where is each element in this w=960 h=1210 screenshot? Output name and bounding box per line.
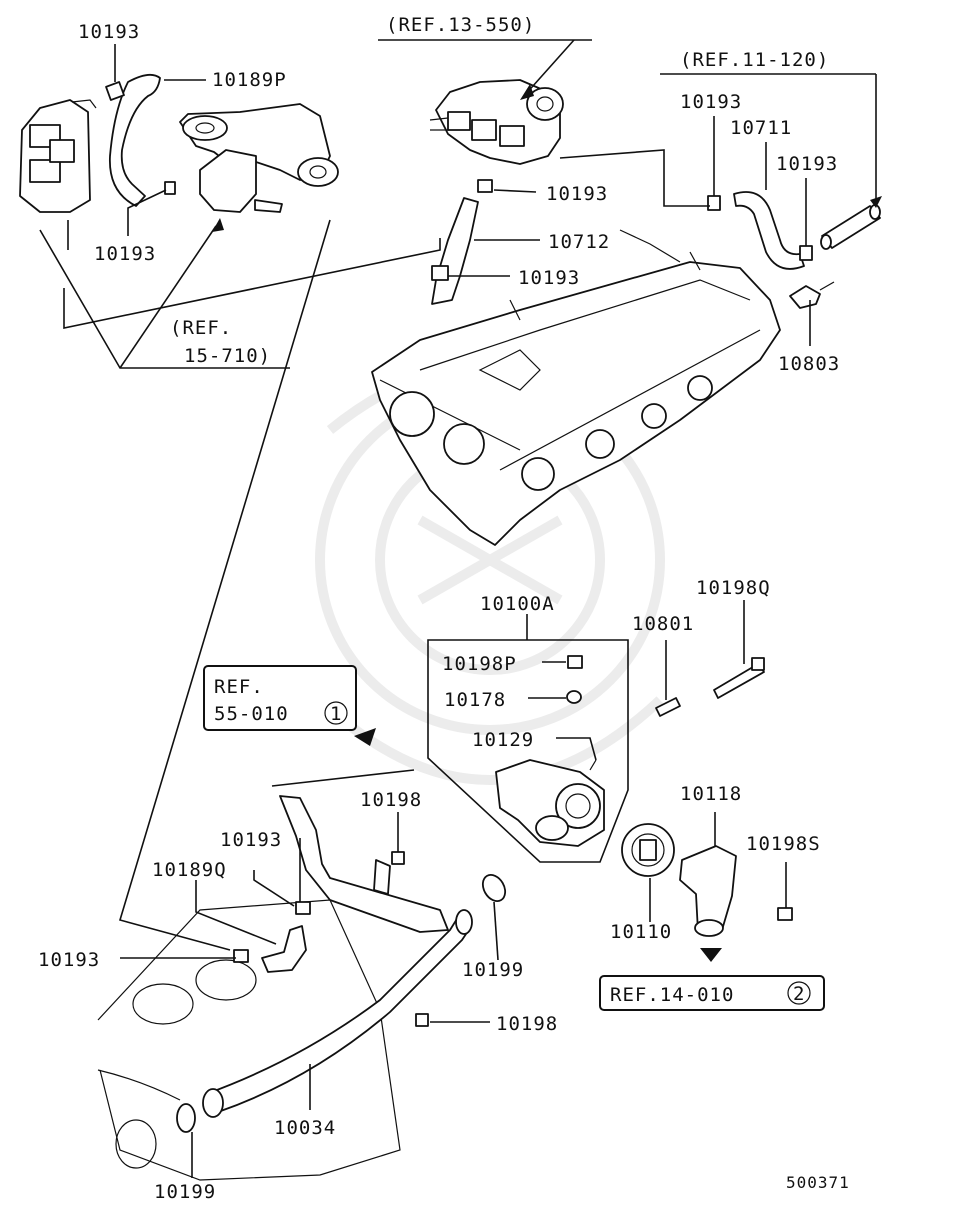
ref-14-010-circle-number: 2 — [793, 983, 805, 1005]
ref-15-710-label-b[interactable]: 15-710) — [184, 345, 271, 367]
part-label[interactable]: 10193 — [94, 243, 156, 265]
clamp-10193-center-bottom — [431, 265, 449, 281]
part-label[interactable]: 10193 — [546, 183, 608, 205]
ref-box-55-010[interactable] — [203, 665, 357, 731]
oring-10199-right — [481, 873, 507, 903]
ref-14-010-label[interactable]: REF.14-010 — [610, 984, 734, 1006]
ref-13-550-label[interactable]: (REF.13-550) — [386, 14, 535, 36]
part-number-labels: 10193 10189P 10193 10193 10711 10193 101… — [38, 21, 840, 1203]
group-outline-10100a — [427, 639, 629, 863]
sensor-10803 — [789, 281, 835, 309]
bolt-10198p — [567, 655, 583, 669]
part-label[interactable]: 10198S — [746, 833, 821, 855]
part-label[interactable]: 10193 — [38, 949, 100, 971]
bolt-10198-lower — [415, 1013, 429, 1027]
ref-15-710-label-a[interactable]: (REF. — [170, 317, 232, 339]
part-label[interactable]: 10110 — [610, 921, 672, 943]
water-outlet-10118 — [679, 845, 737, 937]
thermostat-housing-10129 — [495, 759, 605, 847]
leader-lines — [39, 39, 877, 1178]
hose-10189q — [261, 925, 307, 973]
bolt-10198q — [713, 663, 765, 699]
plug-10178 — [566, 690, 582, 704]
part-label[interactable]: 10803 — [778, 353, 840, 375]
part-label[interactable]: 10198P — [442, 653, 517, 675]
throttle-housing-assembly — [19, 99, 339, 213]
part-label[interactable]: 10199 — [462, 959, 524, 981]
clamp-10193-lower-b — [233, 949, 249, 963]
clamp-10193-top-left — [105, 81, 176, 195]
sensor-10801 — [655, 697, 681, 717]
part-label[interactable]: 10198Q — [696, 577, 771, 599]
part-label[interactable]: 10801 — [632, 613, 694, 635]
clamp-10193-lower-a — [295, 901, 311, 915]
ref-55-010-circle-number: 1 — [330, 703, 342, 725]
arrow-heads — [212, 84, 882, 962]
part-label[interactable]: 10178 — [444, 689, 506, 711]
hose-10711 — [733, 191, 805, 270]
thermostat-10110 — [621, 823, 675, 877]
part-label[interactable]: 10034 — [274, 1117, 336, 1139]
part-label[interactable]: 10712 — [548, 231, 610, 253]
part-label[interactable]: 10129 — [472, 729, 534, 751]
clamp-10193-center-top — [477, 179, 493, 193]
fuel-injection-body — [429, 79, 564, 165]
ref-box-14-010[interactable] — [599, 975, 825, 1011]
ref-55-010-label-a[interactable]: REF. — [214, 676, 264, 698]
hose-10189p — [109, 73, 161, 207]
diagram-id: 500371 — [786, 1173, 850, 1192]
part-label[interactable]: 10100A — [480, 593, 555, 615]
water-pipe-upper — [279, 795, 449, 933]
part-label[interactable]: 10198 — [360, 789, 422, 811]
clamp-10193-right-b — [799, 245, 813, 261]
reference-labels: (REF.13-550) (REF.11-120) (REF. 15-710) … — [170, 14, 829, 1006]
part-label[interactable]: 10199 — [154, 1181, 216, 1203]
bolt-10198-upper — [391, 851, 405, 865]
part-label[interactable]: 10193 — [220, 829, 282, 851]
part-label[interactable]: 10193 — [776, 153, 838, 175]
part-label[interactable]: 10711 — [730, 117, 792, 139]
ref-55-010-label-b[interactable]: 55-010 — [214, 703, 289, 725]
water-pipe-10034 — [205, 913, 471, 1113]
part-label[interactable]: 10193 — [680, 91, 742, 113]
part-label[interactable]: 10189P — [212, 69, 287, 91]
ref-11-120-label[interactable]: (REF.11-120) — [680, 49, 829, 71]
engine-block-lower — [97, 899, 401, 1181]
part-label[interactable]: 10193 — [78, 21, 140, 43]
part-label[interactable]: 10193 — [518, 267, 580, 289]
cylinder-head — [371, 229, 781, 546]
part-label[interactable]: 10189Q — [152, 859, 227, 881]
clamp-10193-right-a — [707, 195, 721, 211]
bolt-10198s — [777, 907, 793, 921]
oring-10199-left — [176, 1103, 196, 1133]
part-label[interactable]: 10198 — [496, 1013, 558, 1035]
part-label[interactable]: 10118 — [680, 783, 742, 805]
